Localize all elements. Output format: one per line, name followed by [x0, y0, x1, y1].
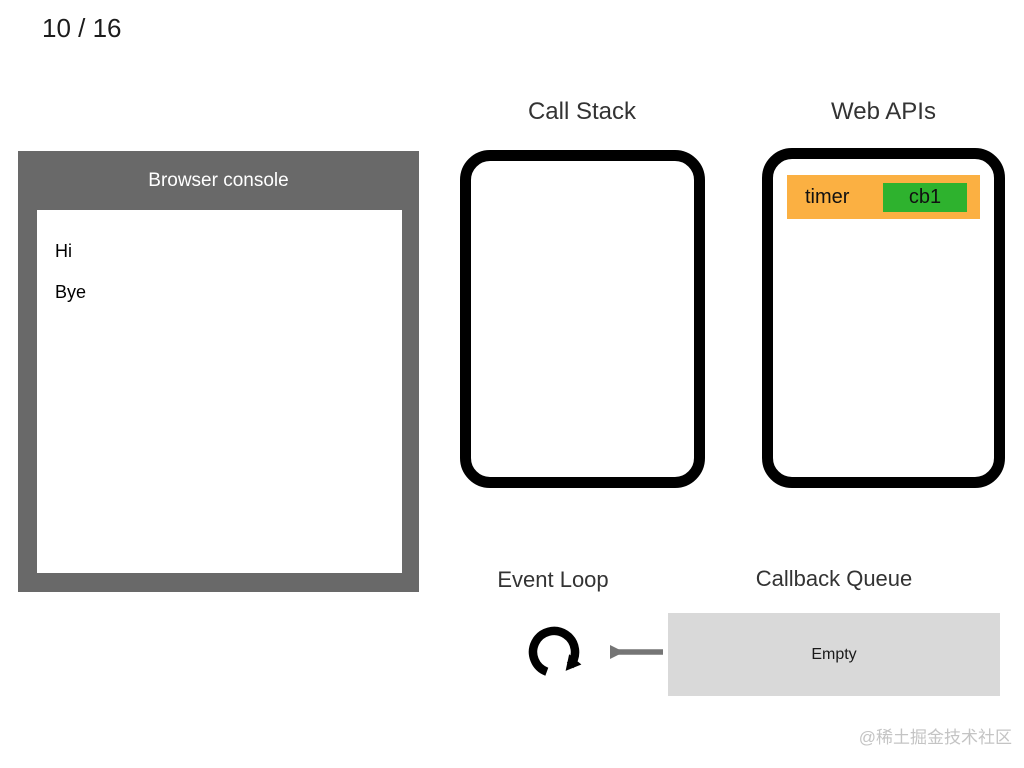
slide-counter: 10 / 16: [42, 13, 122, 43]
console-log-line: Bye: [55, 282, 87, 302]
event-loop-cycle-icon: [528, 626, 582, 676]
event-loop-title: Event Loop: [497, 567, 609, 592]
callback-queue-box: Empty: [668, 613, 1000, 696]
browser-console-output: Hi Bye: [37, 210, 402, 573]
web-api-task-timer: timer cb1: [787, 175, 980, 219]
console-log-line: Hi: [55, 241, 72, 261]
callback-chip: cb1: [883, 182, 967, 212]
browser-console-panel: Browser console Hi Bye: [18, 151, 419, 592]
browser-console-title: Browser console: [148, 169, 289, 191]
callback-queue-status: Empty: [811, 645, 857, 663]
left-arrow-icon: [610, 645, 663, 659]
callback-queue-title: Callback Queue: [755, 566, 913, 591]
watermark: @稀土掘金技术社区: [858, 728, 1012, 747]
call-stack-title: Call Stack: [527, 98, 637, 125]
api-task-label: timer: [805, 185, 850, 208]
web-apis-box: timer cb1: [762, 148, 1005, 488]
call-stack-box: [460, 150, 705, 488]
web-apis-title: Web APIs: [831, 98, 936, 125]
